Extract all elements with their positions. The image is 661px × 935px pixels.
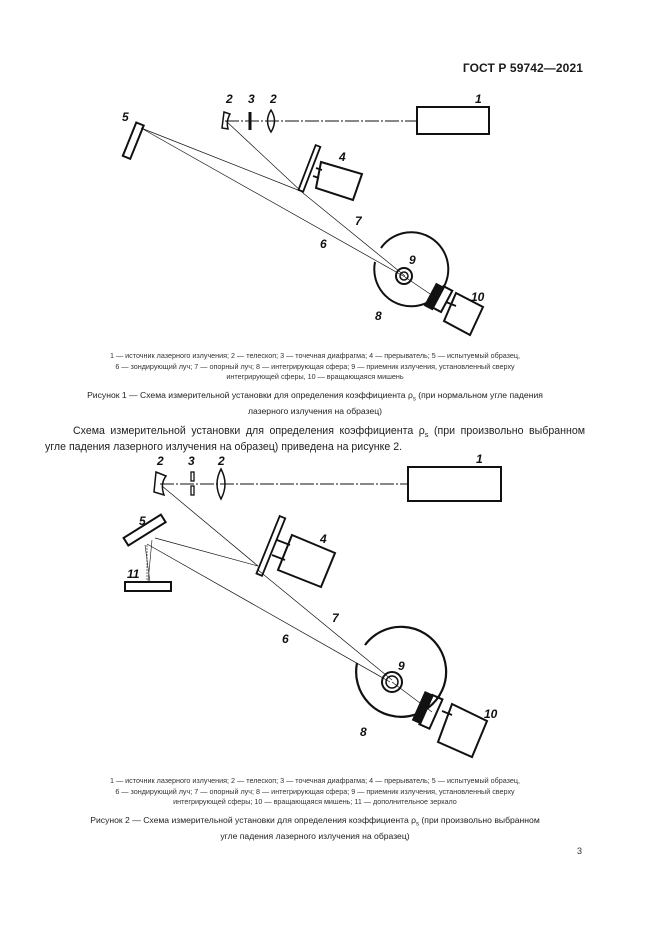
caption-text: (при произвольно выбранном <box>419 815 540 825</box>
caption-text: Рисунок 1 — Схема измерительной установк… <box>87 390 413 400</box>
label-9: 9 <box>398 659 405 673</box>
label-3: 3 <box>248 92 255 106</box>
legend-line: интегрирующей сферы, 10 — вращающаяся ми… <box>226 372 404 381</box>
label-2-mirror: 2 <box>156 454 164 468</box>
label-10: 10 <box>471 290 485 304</box>
caption-subscript: s <box>412 396 416 403</box>
standard-code: ГОСТ Р 59742—2021 <box>462 61 583 75</box>
label-5: 5 <box>139 514 146 528</box>
paragraph-text: (при произвольно выбранном угле падения … <box>45 425 586 454</box>
caption-text: лазерного излучения на образец) <box>247 405 383 416</box>
label-4: 4 <box>319 532 327 546</box>
legend-line: 1 — источник лазерного излучения; 2 — те… <box>109 351 521 360</box>
caption-text: Рисунок 2 — Схема измерительной установк… <box>90 815 417 825</box>
legend-line: 6 — зондирующий луч; 7 — опорный луч; 8 … <box>115 361 515 371</box>
figure-1-caption: Рисунок 1 — Схема измерительной установк… <box>45 390 585 417</box>
legend-line: 6 — зондирующий луч; 7 — опорный луч; 8 … <box>115 786 515 796</box>
label-11: 11 <box>127 567 140 581</box>
label-3: 3 <box>188 454 195 468</box>
legend-line: интегрирующей сферы; 10 — вращающаяся ми… <box>173 797 457 806</box>
label-8: 8 <box>375 309 382 323</box>
label-6: 6 <box>282 632 289 646</box>
label-2-lens: 2 <box>217 454 225 468</box>
legend-line: 1 — источник лазерного излучения; 2 — те… <box>109 776 521 785</box>
figure-1-diagram: 1 2 3 2 4 5 6 7 8 9 10 <box>0 0 661 345</box>
caption-subscript: s <box>416 821 420 828</box>
paragraph-text: Схема измерительной установки для опреде… <box>73 425 425 437</box>
label-7: 7 <box>355 214 363 228</box>
paragraph-subscript: s <box>424 430 429 440</box>
label-2-lens: 2 <box>269 92 277 106</box>
caption-text: (при нормальном угле падения <box>415 390 543 400</box>
label-8: 8 <box>360 725 367 739</box>
label-5: 5 <box>122 110 129 124</box>
label-9: 9 <box>409 253 416 267</box>
body-paragraph: Схема измерительной установки для опреде… <box>45 425 585 454</box>
label-7: 7 <box>332 611 340 625</box>
figure-2-caption: Рисунок 2 — Схема измерительной установк… <box>45 815 585 842</box>
label-1: 1 <box>475 92 482 106</box>
figure-2-legend: 1 — источник лазерного излучения; 2 — те… <box>45 776 585 808</box>
label-4: 4 <box>338 150 346 164</box>
label-1: 1 <box>476 452 483 466</box>
label-10: 10 <box>484 707 498 721</box>
figure-1-legend: 1 — источник лазерного излучения; 2 — те… <box>45 351 585 383</box>
label-6: 6 <box>320 237 327 251</box>
page-number: 3 <box>577 846 583 856</box>
caption-text: угле падения лазерного излучения на обра… <box>220 830 410 841</box>
label-2-mirror: 2 <box>225 92 233 106</box>
